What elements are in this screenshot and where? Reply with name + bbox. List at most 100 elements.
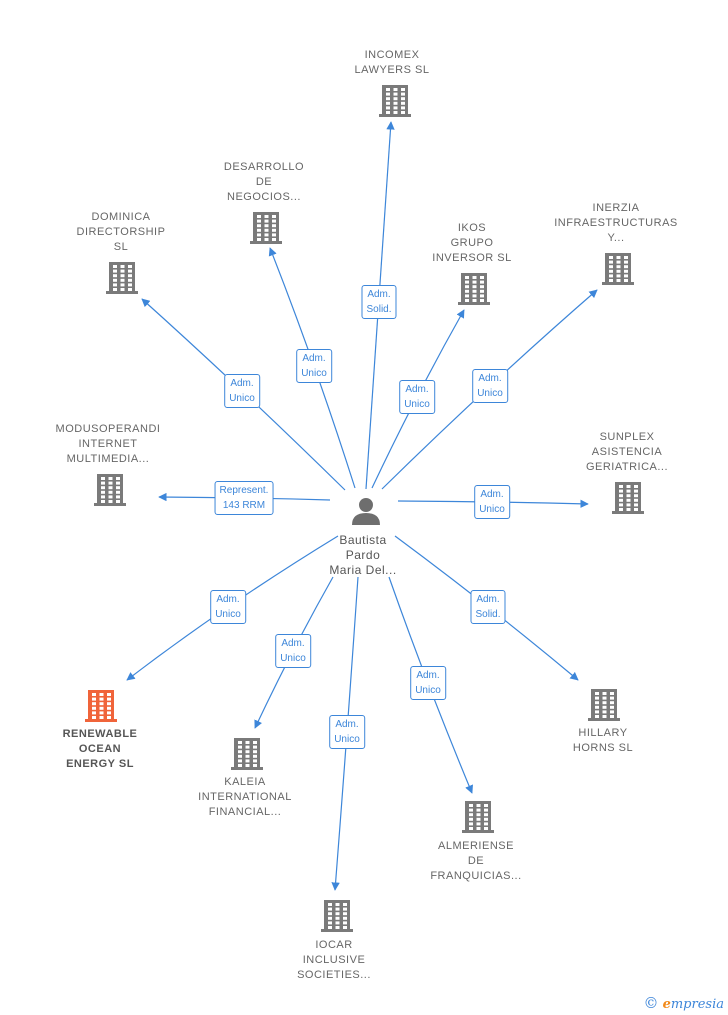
node-label-almeriense-line: ALMERIENSE	[438, 840, 514, 852]
building-icon[interactable]	[321, 900, 353, 932]
node-label-inerzia[interactable]: INERZIA INFRAESTRUCTURAS Y...	[541, 201, 691, 246]
node-label-sunplex-line: GERIATRICA...	[585, 461, 669, 473]
edge-label-ikos-line: Adm.	[405, 384, 429, 395]
edge-label-inerzia[interactable]: Adm. Unico	[472, 369, 508, 403]
node-label-kaleia-line: KALEIA	[224, 776, 266, 788]
icons-layer	[85, 85, 644, 932]
edge-label-desarrollo[interactable]: Adm. Unico	[296, 349, 332, 383]
node-label-dominica-line: DIRECTORSHIP	[76, 226, 166, 238]
node-label-dominica[interactable]: DOMINICA DIRECTORSHIP SL	[46, 210, 196, 255]
node-label-almeriense-line: FRANQUICIAS...	[430, 870, 522, 882]
node-label-renewable-line: RENEWABLE	[62, 728, 138, 740]
person-icon[interactable]	[352, 498, 380, 525]
node-label-hillary-line: HORNS SL	[572, 742, 634, 754]
node-label-kaleia-line: INTERNATIONAL	[198, 791, 292, 803]
edge-label-modus-line: 143 RRM	[222, 500, 266, 511]
node-label-hillary-line: HILLARY	[578, 727, 628, 739]
edge-label-almeriense-line: Unico	[415, 685, 441, 696]
building-icon[interactable]	[250, 212, 282, 244]
building-icon[interactable]	[231, 738, 263, 770]
edge-label-iocar-line: Adm.	[335, 719, 359, 730]
edge-label-incomex[interactable]: Adm. Solid.	[361, 285, 397, 319]
node-label-almeriense[interactable]: ALMERIENSE DE FRANQUICIAS...	[401, 839, 551, 884]
edge-label-incomex-line: Adm.	[367, 289, 391, 300]
edge-label-kaleia-line: Unico	[280, 653, 306, 664]
node-label-modus-line: MODUSOPERANDI	[55, 423, 161, 435]
node-label-incomex-line: LAWYERS SL	[354, 64, 430, 76]
building-icon[interactable]	[94, 474, 126, 506]
edge-label-renewable-line: Adm.	[216, 594, 240, 605]
node-label-modus-line: INTERNET	[78, 438, 138, 450]
node-label-desarrollo[interactable]: DESARROLLO DE NEGOCIOS...	[189, 160, 339, 205]
node-label-desarrollo-line: DESARROLLO	[223, 161, 305, 173]
node-label-hillary[interactable]: HILLARY HORNS SL	[528, 726, 678, 756]
edge-label-desarrollo-line: Unico	[301, 368, 327, 379]
building-icon[interactable]	[602, 253, 634, 285]
node-label-inerzia-line: INERZIA	[592, 202, 640, 214]
node-label-desarrollo-line: DE	[255, 176, 273, 188]
edge-label-ikos[interactable]: Adm. Unico	[399, 380, 435, 414]
edge-label-ikos-line: Unico	[404, 399, 430, 410]
node-label-sunplex-line: ASISTENCIA	[591, 446, 663, 458]
edge-label-hillary-line: Adm.	[476, 594, 500, 605]
edge-label-kaleia-line: Adm.	[281, 638, 305, 649]
edge-label-dominica-line: Adm.	[230, 378, 254, 389]
building-icon[interactable]	[612, 482, 644, 514]
person-name-line: Pardo	[345, 548, 381, 562]
node-label-ikos-line: GRUPO	[450, 237, 494, 249]
edge-label-desarrollo-line: Adm.	[302, 353, 326, 364]
edge-label-renewable[interactable]: Adm. Unico	[210, 590, 246, 624]
node-label-inerzia-line: INFRAESTRUCTURAS	[554, 217, 678, 229]
edge-label-dominica-line: Unico	[229, 393, 255, 404]
node-label-renewable-line: OCEAN	[78, 743, 122, 755]
building-icon[interactable]	[85, 690, 117, 722]
edge-label-kaleia[interactable]: Adm. Unico	[275, 634, 311, 668]
person-name-line: Maria Del...	[329, 563, 397, 577]
copyright-symbol: ©	[643, 994, 659, 1012]
building-icon[interactable]	[379, 85, 411, 117]
edge-label-sunplex-line: Unico	[479, 504, 505, 515]
node-label-almeriense-line: DE	[467, 855, 485, 867]
edge-label-sunplex[interactable]: Adm. Unico	[474, 485, 510, 519]
brand-watermark: © empresia	[643, 994, 724, 1012]
node-label-renewable-line: ENERGY SL	[66, 758, 134, 770]
building-icon[interactable]	[462, 801, 494, 833]
building-icon[interactable]	[588, 689, 620, 721]
node-label-renewable[interactable]: RENEWABLE OCEAN ENERGY SL	[25, 727, 175, 772]
node-label-modus[interactable]: MODUSOPERANDI INTERNET MULTIMEDIA...	[33, 422, 183, 467]
node-label-desarrollo-line: NEGOCIOS...	[227, 191, 301, 203]
node-label-inerzia-line: Y...	[607, 232, 625, 244]
edge-label-inerzia-line: Adm.	[478, 373, 502, 384]
building-icon[interactable]	[106, 262, 138, 294]
node-label-ikos[interactable]: IKOS GRUPO INVERSOR SL	[397, 221, 547, 266]
edge-label-dominica[interactable]: Adm. Unico	[224, 374, 260, 408]
edge-label-iocar-line: Unico	[334, 734, 360, 745]
edge-label-incomex-line: Solid.	[366, 304, 392, 315]
node-label-kaleia[interactable]: KALEIA INTERNATIONAL FINANCIAL...	[170, 775, 320, 820]
node-label-modus-line: MULTIMEDIA...	[66, 453, 150, 465]
node-label-dominica-line: DOMINICA	[91, 211, 151, 223]
edge-label-almeriense-line: Adm.	[416, 670, 440, 681]
edge-label-sunplex-line: Adm.	[480, 489, 504, 500]
edge-label-almeriense[interactable]: Adm. Unico	[410, 666, 446, 700]
building-icon[interactable]	[458, 273, 490, 305]
edge-label-iocar[interactable]: Adm. Unico	[329, 715, 365, 749]
node-label-iocar-line: IOCAR	[315, 939, 353, 951]
person-name-line: Bautista	[339, 533, 387, 547]
brand-name: mpresia	[670, 997, 724, 1012]
edge-label-modus[interactable]: Represent. 143 RRM	[214, 481, 274, 515]
edge-label-hillary[interactable]: Adm. Solid.	[470, 590, 506, 624]
node-label-dominica-line: SL	[113, 241, 129, 253]
edge-label-inerzia-line: Unico	[477, 388, 503, 399]
node-label-ikos-line: INVERSOR SL	[432, 252, 512, 264]
edge-label-hillary-line: Solid.	[475, 609, 501, 620]
node-label-kaleia-line: FINANCIAL...	[208, 806, 282, 818]
node-label-ikos-line: IKOS	[457, 222, 487, 234]
edge-label-modus-line: Represent.	[219, 485, 269, 496]
edge-label-renewable-line: Unico	[215, 609, 241, 620]
